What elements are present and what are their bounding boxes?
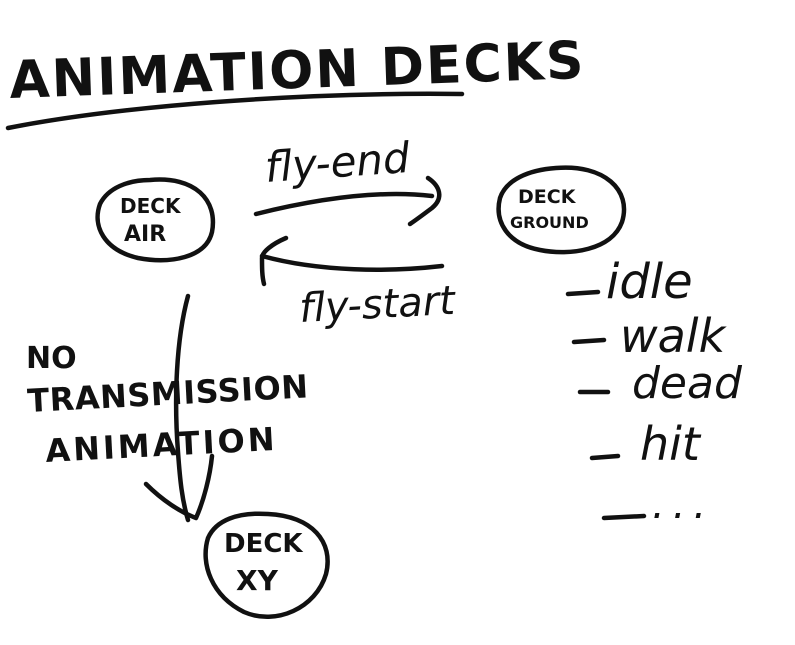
node-deck-air-circle [95,177,216,263]
node-deck-xy-label-2: XY [236,564,279,597]
annotation-line-1: NO [26,341,77,376]
edge-fly-start-label: fly-start [298,278,457,332]
edge-air-to-xy [143,293,215,523]
state-walk: walk [620,309,728,363]
edge-fly-end: fly-end [253,133,442,227]
state-dead: dead [632,358,743,409]
state-dash-5 [601,513,647,521]
edge-air-to-xy-arrowhead [143,453,215,521]
node-deck-xy-circle [203,511,330,619]
node-deck-xy: DECK XY [203,511,330,619]
edge-air-to-xy-line [173,293,191,523]
title-underline [5,91,465,131]
edge-fly-end-label: fly-end [263,133,411,192]
node-deck-ground-label-1: DECK [518,186,577,208]
annotation-no-transmission: NO TRANSMISSION ANIMATION [26,341,309,470]
state-idle: idle [606,254,693,310]
state-more: ... [652,482,714,528]
state-hit: hit [640,417,702,471]
edge-fly-start: fly-start [259,235,457,332]
edge-fly-end-arrowhead [407,175,442,227]
node-deck-air-label-2: AIR [124,222,166,247]
edge-fly-end-line [253,191,435,217]
node-deck-air-label-1: DECK [120,194,182,218]
ground-states-list: idle walk dead hit ... [565,254,743,528]
node-deck-ground: DECK GROUND [496,165,627,255]
node-deck-xy-label-1: DECK [224,529,303,559]
node-deck-ground-circle [496,165,627,255]
state-dash-1 [565,289,601,297]
node-deck-air: DECK AIR [95,177,216,263]
edge-fly-start-arrowhead [259,235,289,287]
annotation-line-3: ANIMATION [44,420,278,470]
state-dash-2 [571,337,607,345]
node-deck-ground-label-2: GROUND [510,213,589,232]
state-dash-4 [589,453,621,461]
edge-fly-start-line [259,253,445,272]
